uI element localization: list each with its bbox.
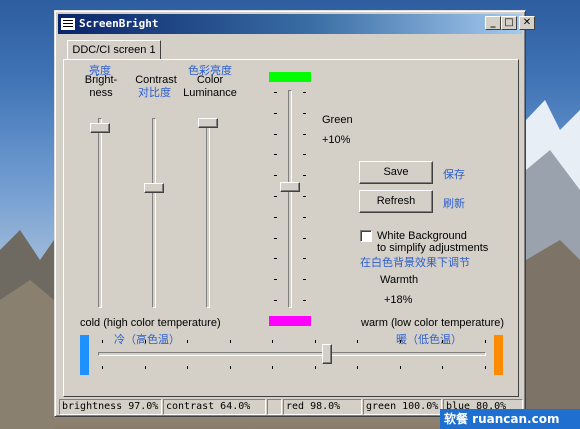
green-slider-tick xyxy=(303,154,306,156)
warmth-slider-tick xyxy=(357,340,358,343)
warmth-slider-tick xyxy=(144,366,146,369)
brightness-label-cn: 亮度 xyxy=(89,64,111,77)
close-button[interactable]: ✕ xyxy=(519,16,535,30)
watermark: 软餐 ruancan.com xyxy=(440,409,580,429)
luminance-slider-thumb[interactable] xyxy=(198,118,218,128)
green-slider-tick xyxy=(303,196,306,197)
green-slider-tick xyxy=(274,133,277,135)
white-background-label-cn: 在白色背景效果下调节 xyxy=(360,256,470,269)
status-green: green 100.0% xyxy=(363,399,442,415)
warmth-slider-tick xyxy=(314,340,316,343)
green-swatch xyxy=(269,72,311,82)
green-slider-tick xyxy=(303,279,306,281)
green-slider-track[interactable] xyxy=(288,90,292,308)
warmth-slider-thumb[interactable] xyxy=(321,344,332,364)
white-background-label-2: to simplify adjustments xyxy=(377,242,489,254)
warmth-slider-tick xyxy=(102,340,103,343)
warmth-slider-tick xyxy=(272,366,273,369)
green-slider-tick xyxy=(274,258,277,260)
contrast-slider-thumb[interactable] xyxy=(144,182,164,193)
green-slider-tick xyxy=(274,112,277,114)
contrast-slider-track[interactable] xyxy=(152,118,156,308)
luminance-slider-track[interactable] xyxy=(206,118,210,308)
warm-color-bar xyxy=(494,335,503,375)
warmth-slider-tick xyxy=(314,366,316,369)
green-slider-tick xyxy=(303,175,306,177)
refresh-button[interactable]: Refresh xyxy=(359,190,433,213)
warmth-slider-tick xyxy=(187,366,188,369)
luminance-label-cn: 色彩亮度 xyxy=(188,64,232,77)
green-slider-tick xyxy=(303,92,306,93)
green-slider-tick xyxy=(303,258,306,260)
warmth-slider-tick xyxy=(442,366,443,369)
green-slider-tick xyxy=(274,279,277,281)
contrast-label: Contrast xyxy=(135,74,177,86)
title-bar[interactable]: ScreenBright _ □ ✕ xyxy=(58,14,535,34)
warmth-slider-tick xyxy=(484,366,486,369)
green-value: +10% xyxy=(322,134,351,146)
warmth-slider-tick xyxy=(187,340,188,343)
green-slider-tick xyxy=(274,300,277,301)
warmth-label: Warmth xyxy=(380,274,419,286)
green-slider-tick xyxy=(274,196,277,197)
brightness-label: Bright- ness xyxy=(84,74,118,99)
green-slider-tick xyxy=(274,154,277,156)
status-bar: brightness 97.0% contrast 64.0% red 98.0… xyxy=(59,399,523,415)
status-red: red 98.0% xyxy=(283,399,362,415)
warmth-slider-tick xyxy=(399,340,401,343)
contrast-label-cn: 对比度 xyxy=(138,86,171,99)
brightness-slider-track[interactable] xyxy=(98,118,102,308)
warm-label-cn: 暖（低色温） xyxy=(396,333,462,346)
warmth-slider-tick xyxy=(357,366,358,369)
cold-color-bar xyxy=(80,335,89,375)
status-contrast: contrast 64.0% xyxy=(163,399,266,415)
screenbright-window: ScreenBright _ □ ✕ DDC/CI screen 1 亮度 Br… xyxy=(54,10,535,417)
green-slider-tick xyxy=(303,300,306,301)
magenta-swatch xyxy=(269,316,311,326)
warmth-slider-tick xyxy=(442,340,443,343)
warmth-slider-tick xyxy=(229,366,231,369)
green-slider-tick xyxy=(274,175,277,177)
green-slider-tick xyxy=(274,237,277,239)
warmth-slider-tick xyxy=(272,340,273,343)
cold-label: cold (high color temperature) xyxy=(80,317,221,329)
warmth-slider-tick xyxy=(144,340,146,343)
save-label-cn: 保存 xyxy=(443,168,465,181)
warmth-value: +18% xyxy=(384,294,413,306)
green-slider-tick xyxy=(303,237,306,239)
minimize-button[interactable]: _ xyxy=(485,16,501,30)
window-title: ScreenBright xyxy=(79,17,159,30)
green-slider-tick xyxy=(274,92,277,93)
cold-label-cn: 冷（高色温） xyxy=(114,333,180,346)
tab-ddc-screen-1[interactable]: DDC/CI screen 1 xyxy=(67,40,161,60)
status-blank xyxy=(267,399,282,415)
refresh-label-cn: 刷新 xyxy=(443,197,465,210)
warmth-slider-tick xyxy=(229,340,231,343)
save-button[interactable]: Save xyxy=(359,161,433,184)
status-brightness: brightness 97.0% xyxy=(59,399,162,415)
warmth-slider-tick xyxy=(484,340,486,343)
brightness-slider-thumb[interactable] xyxy=(90,123,110,134)
app-icon xyxy=(61,18,75,30)
green-slider-tick xyxy=(274,216,277,218)
luminance-label: Color Luminance xyxy=(183,74,237,99)
green-slider-tick xyxy=(303,216,306,218)
green-slider-tick xyxy=(303,112,306,114)
tab-panel: 亮度 Bright- ness Contrast 对比度 色彩亮度 Color … xyxy=(63,59,519,397)
warmth-slider-tick xyxy=(102,366,103,369)
green-label: Green xyxy=(322,114,353,126)
white-background-checkbox[interactable] xyxy=(360,230,372,242)
maximize-button[interactable]: □ xyxy=(501,16,517,30)
green-slider-tick xyxy=(303,133,306,135)
green-slider-thumb[interactable] xyxy=(280,182,300,192)
warmth-slider-track[interactable] xyxy=(98,352,486,356)
white-background-label[interactable]: White Background xyxy=(377,230,467,242)
warm-label: warm (low color temperature) xyxy=(361,317,505,329)
warmth-slider-tick xyxy=(399,366,401,369)
